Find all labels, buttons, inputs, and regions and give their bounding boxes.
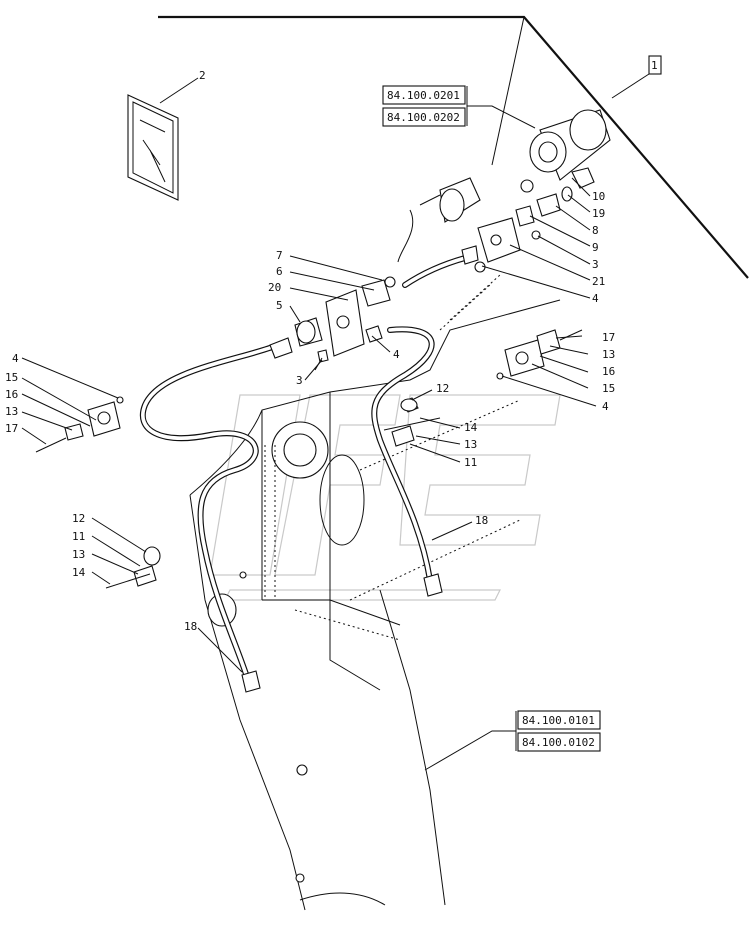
bracket-upper bbox=[383, 397, 441, 447]
callout-14-upper: 14 bbox=[464, 421, 478, 434]
corner-tag-text: 1 bbox=[651, 59, 658, 72]
hose-upper bbox=[402, 245, 479, 288]
callout-21: 21 bbox=[592, 275, 605, 288]
callout-18-left: 18 bbox=[184, 620, 197, 633]
border-lines bbox=[158, 15, 749, 279]
callout-12-upper: 12 bbox=[436, 382, 449, 395]
callout-16-right: 16 bbox=[602, 365, 615, 378]
clamp-left bbox=[35, 396, 124, 453]
callout-11-lower: 11 bbox=[72, 530, 85, 543]
reference-0201-text: 84.100.0201 bbox=[387, 89, 460, 102]
reference-box-0101[interactable] bbox=[517, 710, 601, 730]
reference-0101-text: 84.100.0101 bbox=[522, 714, 595, 727]
callout-17-right: 17 bbox=[602, 331, 615, 344]
callout-11-upper: 11 bbox=[464, 456, 477, 469]
callout-16-left: 16 bbox=[5, 388, 18, 401]
reference-0202-text: 84.100.0202 bbox=[387, 111, 460, 124]
hose-right-18 bbox=[371, 326, 443, 597]
reference-group-bottom[interactable]: 84.100.0101 84.100.0102 bbox=[424, 710, 601, 771]
callout-15-left: 15 bbox=[5, 371, 18, 384]
callout-19: 19 bbox=[592, 207, 605, 220]
callout-labels: 2 10 19 8 9 3 21 4 7 6 20 5 4 3 17 13 16… bbox=[5, 69, 615, 633]
callout-14-lower: 14 bbox=[72, 566, 86, 579]
leader-lines bbox=[21, 77, 597, 673]
callout-4-left: 4 bbox=[12, 352, 19, 365]
corner-tag: 1 bbox=[611, 55, 662, 99]
decal-part bbox=[127, 94, 179, 201]
callout-4-upper: 4 bbox=[592, 292, 599, 305]
callout-7: 7 bbox=[276, 249, 283, 262]
callout-6: 6 bbox=[276, 265, 283, 278]
callout-8: 8 bbox=[592, 224, 599, 237]
callout-18-right: 18 bbox=[475, 514, 488, 527]
bracket-lower bbox=[105, 546, 161, 589]
callout-15-right: 15 bbox=[602, 382, 615, 395]
callout-13-lower: 13 bbox=[72, 548, 85, 561]
reference-0102-text: 84.100.0102 bbox=[522, 736, 595, 749]
reference-box-0102[interactable] bbox=[517, 732, 601, 752]
callout-3-center: 3 bbox=[296, 374, 303, 387]
fittings-center bbox=[269, 276, 396, 371]
callout-10: 10 bbox=[592, 190, 605, 203]
callout-12-lower: 12 bbox=[72, 512, 85, 525]
callout-9: 9 bbox=[592, 241, 599, 254]
callout-13-left: 13 bbox=[5, 405, 18, 418]
boom-structure bbox=[189, 274, 561, 911]
clamp-right bbox=[496, 329, 583, 380]
cylinder-assembly bbox=[397, 109, 611, 273]
callout-3-upper: 3 bbox=[592, 258, 599, 271]
callout-13-upper: 13 bbox=[464, 438, 477, 451]
callout-20: 20 bbox=[268, 281, 281, 294]
hose-left-18 bbox=[139, 342, 281, 693]
callout-4-right: 4 bbox=[602, 400, 609, 413]
reference-box-0201[interactable] bbox=[382, 85, 466, 105]
callout-4-center: 4 bbox=[393, 348, 400, 361]
callout-13-right: 13 bbox=[602, 348, 615, 361]
callout-17-left: 17 bbox=[5, 422, 18, 435]
reference-group-top[interactable]: 84.100.0201 84.100.0202 bbox=[382, 85, 536, 129]
callout-2: 2 bbox=[199, 69, 206, 82]
callout-5: 5 bbox=[276, 299, 283, 312]
reference-box-0202[interactable] bbox=[382, 107, 466, 127]
